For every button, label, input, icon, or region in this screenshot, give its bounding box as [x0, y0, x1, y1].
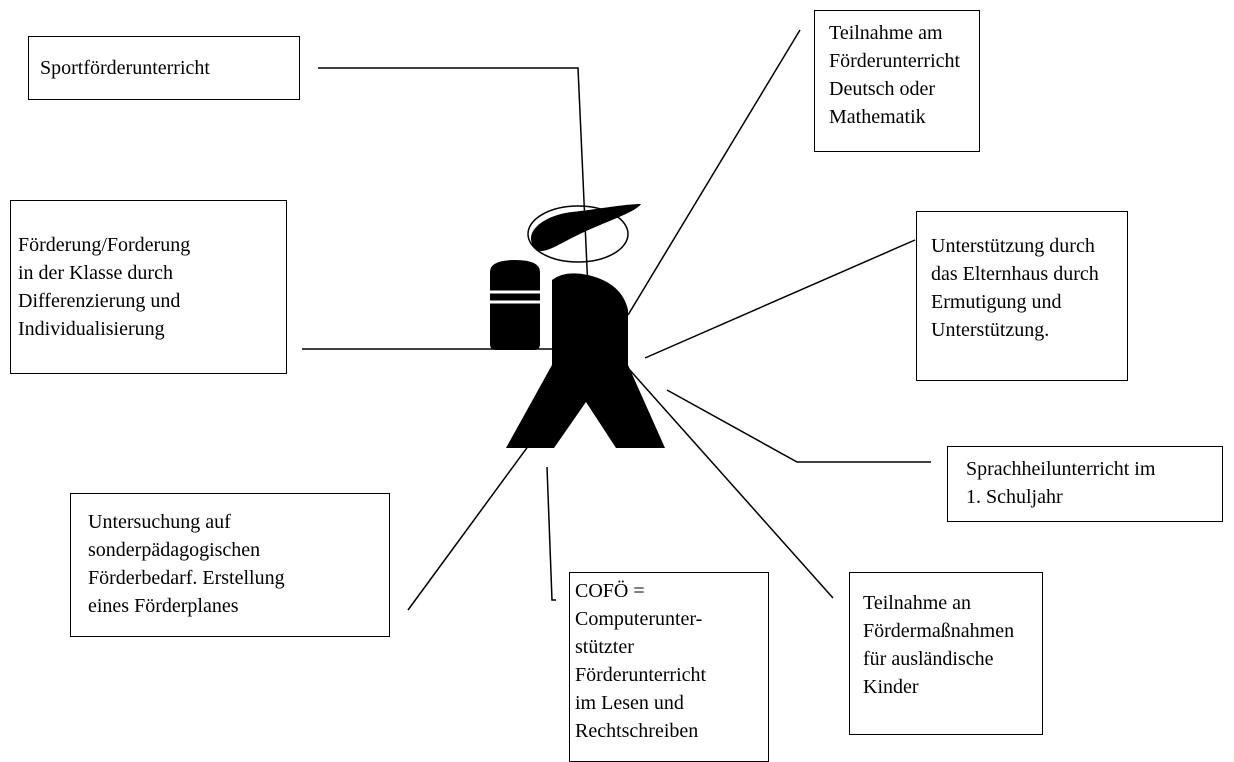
box-teilnahme-text: Teilnahme am Förderunterricht Deutsch od… [829, 22, 961, 128]
box-sport-text: Sportförderunterricht [40, 57, 210, 79]
connector-sprachheil [666, 389, 931, 463]
box-foerderung-in-klasse: Förderung/Forderung in der Klasse durch … [10, 200, 287, 374]
box-untersuchung-text: Untersuchung auf sonderpädagogischen För… [88, 511, 285, 617]
connector-elternhaus [644, 239, 916, 359]
head-outline-icon [527, 205, 629, 263]
box-cofo-text: COFÖ = Computerunter- stützter Förderunt… [575, 580, 707, 742]
schoolchild-figure-icon [488, 204, 665, 448]
box-untersuchung-foerderbedarf: Untersuchung auf sonderpädagogischen För… [70, 493, 390, 637]
box-cofo: COFÖ = Computerunter- stützter Förderunt… [569, 572, 769, 762]
connector-teilnahme-deutsch [627, 29, 801, 316]
backpack-icon [490, 260, 540, 350]
connector-cofo [546, 466, 556, 601]
body-icon [506, 273, 665, 448]
box-auslaendische-kinder: Teilnahme an Fördermaßnahmen für ausländ… [849, 572, 1043, 735]
box-sportfoerderunterricht: Sportförderunterricht [28, 36, 300, 100]
connector-auslaendisch [627, 367, 834, 599]
box-elternhaus-text: Unterstützung durch das Elternhaus durch… [931, 235, 1099, 341]
box-sprachheilunterricht: Sprachheilunterricht im 1. Schuljahr [947, 446, 1223, 522]
box-teilnahme-deutsch-mathematik: Teilnahme am Förderunterricht Deutsch od… [814, 10, 980, 152]
box-sprachheil-text: Sprachheilunterricht im 1. Schuljahr [966, 458, 1156, 508]
box-auslaendisch-text: Teilnahme an Fördermaßnahmen für ausländ… [863, 592, 1015, 698]
cap-icon [530, 204, 641, 252]
box-elternhaus: Unterstützung durch das Elternhaus durch… [916, 211, 1128, 381]
box-klasse-text: Förderung/Forderung in der Klasse durch … [18, 234, 191, 340]
